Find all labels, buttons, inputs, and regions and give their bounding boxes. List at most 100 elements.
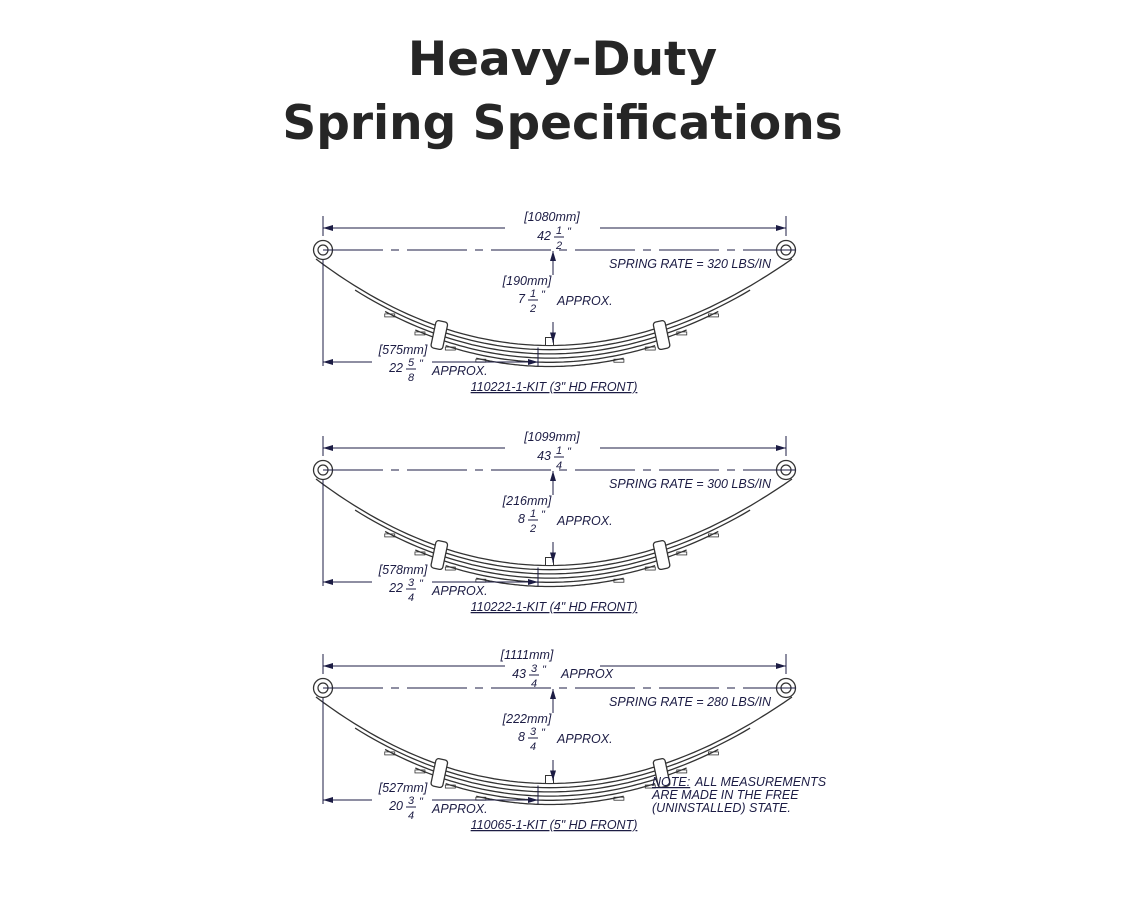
leaf-tip-pad (384, 313, 396, 318)
leaf-tip-pad (644, 566, 656, 571)
spring-leaf (445, 564, 656, 583)
page-title-line-1: Heavy-Duty (407, 32, 718, 87)
overall-length-inches-whole: 43 (512, 667, 526, 681)
kit-label: 110065-1-KIT (5" HD FRONT) (471, 818, 638, 832)
arch-height-inches-inch-mark: " (541, 289, 546, 301)
arch-height-inches-whole: 8 (518, 512, 525, 526)
rebound-clamp (652, 319, 671, 351)
spring-leaf (476, 795, 624, 806)
spring-leaf (354, 289, 751, 351)
overall-length-inches-denominator: 4 (556, 460, 562, 472)
spring-rate: SPRING RATE = 320 LBS/IN (609, 257, 772, 271)
center-length-inches-whole: 20 (388, 799, 403, 813)
center-length-inches-denominator: 4 (408, 810, 414, 822)
center-length-inches-whole: 22 (388, 581, 403, 595)
center-length-mm: [575mm] (378, 343, 428, 357)
rebound-clamp (652, 539, 671, 571)
kit-label: 110221-1-KIT (3" HD FRONT) (471, 380, 638, 394)
center-length-approx: APPROX. (431, 364, 488, 378)
arch-height-approx: APPROX. (556, 732, 613, 746)
overall-length-inches-inch-mark: " (567, 446, 572, 458)
leaf-tip-pad (414, 331, 426, 336)
center-length-inches-numerator: 3 (408, 577, 415, 589)
center-length-inches-numerator: 3 (408, 795, 415, 807)
arch-height-inches-numerator: 1 (530, 508, 536, 520)
spring-rate: SPRING RATE = 280 LBS/IN (609, 695, 772, 709)
rebound-clamp (430, 539, 449, 571)
arch-height-inches-inch-mark: " (541, 509, 546, 521)
center-length-inches-denominator: 8 (408, 372, 415, 384)
leaf-tip-pad (644, 346, 656, 351)
leaf-tip-pad (676, 769, 688, 774)
leaf-tip-pad (676, 331, 688, 336)
rebound-clamp (430, 319, 449, 351)
center-length-mm: [527mm] (378, 781, 428, 795)
overall-length-mm: [1080mm] (523, 210, 580, 224)
kit-label: 110222-1-KIT (4" HD FRONT) (471, 600, 638, 614)
leaf-tip-pad (414, 551, 426, 556)
note-line-2: ARE MADE IN THE FREE (651, 788, 799, 802)
arch-height-inches-inch-mark: " (541, 727, 546, 739)
arch-height-inches-numerator: 1 (530, 288, 536, 300)
center-length-inches-inch-mark: " (419, 578, 424, 590)
arch-height-inches-denominator: 2 (529, 523, 536, 535)
overall-length-approx: APPROX (560, 667, 614, 681)
spring-leaf (476, 357, 624, 368)
overall-length-inches-denominator: 2 (555, 240, 562, 252)
note-line-3: (UNINSTALLED) STATE. (652, 801, 791, 815)
center-bolt (545, 775, 554, 784)
overall-length-inches-numerator: 1 (556, 225, 562, 237)
center-bolt (545, 337, 554, 346)
rebound-clamp (430, 757, 449, 789)
spring-leaf (354, 727, 751, 789)
spring-leaf (354, 509, 751, 571)
overall-length-inches-whole: 43 (537, 449, 551, 463)
leaf-tip-pad (708, 751, 719, 756)
overall-length-inches-inch-mark: " (542, 664, 547, 676)
leaf-tip-pad (613, 578, 625, 583)
leaf-tip-pad (444, 346, 456, 351)
overall-length-inches-whole: 42 (537, 229, 551, 243)
arch-height-mm: [222mm] (502, 712, 552, 726)
rebound-clamp (652, 757, 671, 789)
leaf-tip-pad (414, 769, 426, 774)
center-length-inches-numerator: 5 (408, 357, 415, 369)
overall-length-inches-denominator: 4 (531, 678, 537, 690)
leaf-tip-pad (444, 566, 456, 571)
arch-height-approx: APPROX. (556, 514, 613, 528)
center-length-inches-inch-mark: " (419, 358, 424, 370)
center-bolt (545, 557, 554, 566)
arch-height-inches-whole: 7 (518, 292, 526, 306)
overall-length-inches-numerator: 3 (531, 663, 538, 675)
spring-leaf (445, 782, 656, 801)
overall-length-inches-numerator: 1 (556, 445, 562, 457)
leaf-tip-pad (613, 796, 625, 801)
arch-height-mm: [216mm] (502, 494, 552, 508)
note-line-1: ALL MEASUREMENTS (694, 775, 827, 789)
leaf-tip-pad (708, 313, 719, 318)
overall-length-mm: [1099mm] (523, 430, 580, 444)
note-label: NOTE: (652, 775, 690, 789)
spring-leaf (315, 696, 793, 785)
leaf-tip-pad (384, 751, 396, 756)
spring-leaf (415, 329, 687, 359)
spring-leaf (415, 767, 687, 797)
leaf-tip-pad (384, 533, 396, 538)
leaf-tip-pad (644, 784, 656, 789)
arch-height-inches-denominator: 4 (530, 741, 536, 753)
center-length-inches-inch-mark: " (419, 796, 424, 808)
overall-length-mm: [1111mm] (500, 648, 554, 662)
spring-leaf (445, 344, 656, 363)
arch-height-inches-whole: 8 (518, 730, 525, 744)
arch-height-approx: APPROX. (556, 294, 613, 308)
center-length-approx: APPROX. (431, 584, 488, 598)
spring-leaf (476, 577, 624, 588)
center-length-inches-denominator: 4 (408, 592, 414, 604)
center-length-inches-whole: 22 (388, 361, 403, 375)
leaf-tip-pad (613, 358, 625, 363)
center-length-mm: [578mm] (378, 563, 428, 577)
leaf-tip-pad (708, 533, 719, 538)
